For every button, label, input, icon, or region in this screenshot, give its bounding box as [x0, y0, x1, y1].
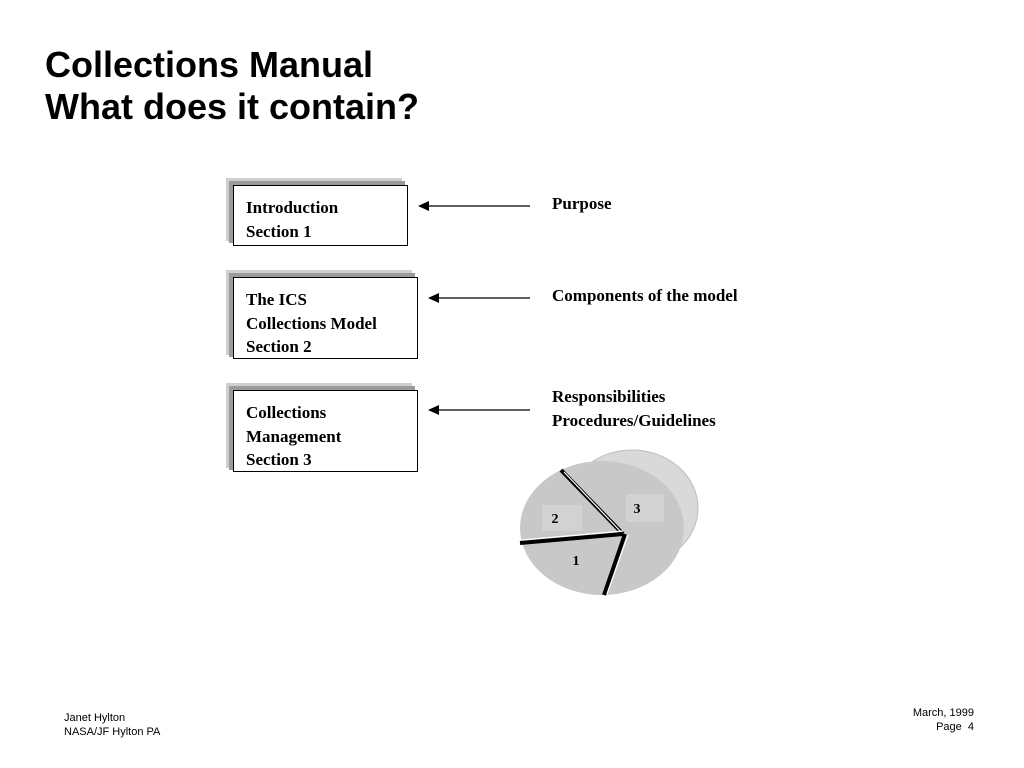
box-body: Introduction Section 1	[233, 185, 408, 246]
pie-label-2: 2	[552, 512, 559, 527]
title-line-1: Collections Manual	[45, 44, 374, 85]
description-3: Responsibilities Procedures/Guidelines	[552, 385, 716, 432]
pie-label-3: 3	[634, 502, 641, 517]
box-line: Section 3	[246, 450, 312, 469]
pie-separator	[602, 533, 627, 596]
box-line: Collections Model	[246, 313, 377, 333]
arrow-2	[428, 293, 530, 303]
footer-org: NASA/JF Hylton PA	[64, 726, 161, 738]
description-line: Purpose	[552, 194, 612, 213]
footer-date: March, 1999	[912, 707, 974, 719]
box-body: The ICS Collections Model Section 2	[233, 277, 418, 359]
box-line: Introduction	[246, 198, 339, 217]
description-line: Responsibilities	[552, 387, 666, 406]
description-line: Procedures/Guidelines	[552, 410, 716, 430]
pie-separator	[519, 532, 624, 545]
pie-separator-highlight	[563, 471, 624, 535]
footer-right: March, 1999 Page 4	[913, 706, 974, 734]
pie-label-1: 1	[573, 554, 580, 569]
pie-separator-highlight	[521, 530, 624, 541]
arrow-1	[418, 201, 530, 211]
description-line: Components of the model	[552, 286, 738, 305]
description-1: Purpose	[552, 192, 612, 216]
pie-separator-highlight	[606, 534, 629, 595]
footer-left: Janet Hylton NASA/JF Hylton PA	[64, 711, 160, 739]
box-line: Management	[246, 426, 342, 446]
box-line: Section 1	[246, 221, 312, 241]
footer-author: Janet Hylton	[64, 712, 126, 724]
box-body: Collections Management Section 3	[233, 390, 418, 472]
pie-label-pad	[542, 505, 582, 531]
title-line-2: What does it contain?	[45, 86, 419, 127]
pie-chart: 1 2 3	[519, 449, 699, 596]
pie-label-pad	[626, 494, 664, 522]
box-line: The ICS	[246, 290, 307, 309]
footer-page: Page 4	[936, 721, 974, 733]
description-2: Components of the model	[552, 284, 738, 308]
box-line: Collections	[246, 403, 327, 422]
box-line: Section 2	[246, 337, 312, 356]
slide-title: Collections Manual What does it contain?	[45, 44, 419, 128]
arrow-3	[428, 405, 530, 415]
